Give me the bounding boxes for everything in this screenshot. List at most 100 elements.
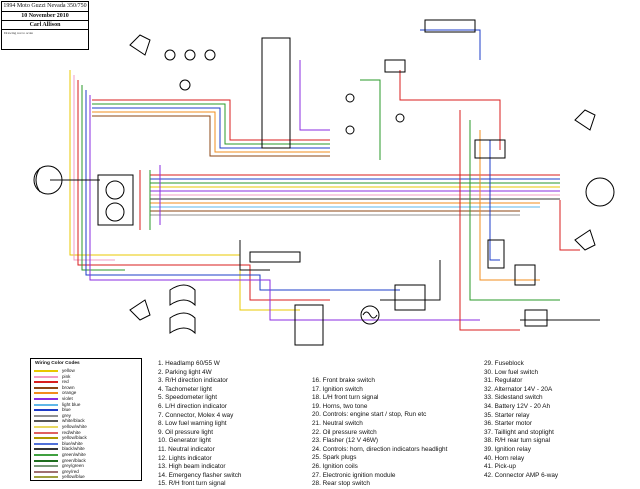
legend-label: yellow/black	[62, 435, 87, 441]
legend-label: pink	[62, 373, 71, 379]
legend-label: blue/white	[62, 440, 83, 446]
legend-entry: white/black	[34, 418, 138, 424]
legend-entry: pink	[34, 374, 138, 380]
part-item: 11. Neutral indicator	[158, 445, 215, 453]
wire-right-4	[489, 140, 500, 261]
starter-relay-symbol	[514, 264, 536, 286]
wire-right-1	[459, 110, 520, 331]
legend-label: red	[62, 379, 69, 385]
part-item: 15. R/H front turn signal	[158, 480, 226, 488]
part-item: 29. Fuseblock	[484, 360, 524, 367]
part-item: 30. Low fuel switch	[484, 368, 538, 376]
headlamp-symbol	[33, 165, 63, 195]
sensor-small-2	[395, 113, 405, 123]
wire-right-3	[479, 130, 540, 281]
part-item: 24. Controls: horn, direction indicators…	[312, 445, 448, 453]
ignition-switch-symbol	[261, 37, 291, 149]
legend-swatch	[34, 392, 58, 395]
part-item: 7. Connector, Molex 4 way	[158, 411, 234, 419]
horn-upper-symbol	[169, 284, 196, 307]
legend-label: grey	[62, 412, 71, 418]
part-item: 4. Tachometer light	[158, 385, 212, 393]
sensor-small-1	[345, 93, 355, 103]
legend-swatch	[34, 375, 58, 378]
legend-label: red/white	[62, 429, 81, 435]
part-item: 31. Regulator	[484, 377, 523, 385]
legend-entry: grey	[34, 413, 138, 419]
alternator-symbol	[360, 305, 380, 325]
legend-entry: yellow/white	[34, 424, 138, 430]
warning-light-1	[164, 49, 176, 61]
part-item: 37. Taillight and stoplight	[484, 428, 554, 436]
wire-lower-2	[120, 264, 330, 301]
legend-swatch	[34, 398, 58, 400]
legend-swatch	[34, 470, 58, 473]
connector-top-left	[384, 59, 406, 73]
legend-entry: black/white	[34, 446, 138, 452]
part-item: 26. Ignition coils	[312, 462, 358, 470]
part-item: 21. Neutral switch	[312, 419, 363, 427]
part-item: 6. L/H direction indicator	[158, 402, 227, 410]
wire-lower-4	[135, 279, 480, 321]
headlamp-lens	[35, 167, 41, 193]
wire-ground-3	[380, 260, 441, 301]
wire-blue-trunk	[85, 90, 130, 276]
part-item: 10. Generator light	[158, 437, 211, 445]
indicator-block	[97, 174, 134, 226]
legend-entry: green/white	[34, 452, 138, 458]
legend-entry: yellow/blue	[34, 474, 138, 480]
wire-yellow-trunk	[69, 70, 110, 256]
legend-label: grey/green	[62, 463, 84, 469]
legend-swatch	[34, 442, 58, 445]
legend-swatch	[34, 420, 58, 423]
part-item: 12. Lights indicator	[158, 454, 212, 462]
part-item: 27. Electronic ignition module	[312, 471, 396, 479]
legend-swatch	[34, 426, 58, 428]
wire-violet-trunk	[89, 95, 135, 281]
part-item: 22. Oil pressure switch	[312, 428, 377, 436]
part-item: 17. Ignition switch	[312, 385, 363, 393]
legend-label: black/white	[62, 446, 85, 452]
relay-symbol	[487, 239, 505, 269]
legend-swatch	[34, 386, 58, 389]
turn-signal-fl-symbol	[129, 34, 151, 56]
connector-top-right	[424, 19, 476, 33]
part-item: 40. Horn relay	[484, 454, 525, 462]
legend-swatch	[34, 381, 58, 384]
part-item: 28. Rear stop switch	[312, 480, 370, 488]
part-item: 41. Pick-up	[484, 463, 516, 471]
legend-entry: blue	[34, 407, 138, 413]
part-item: 13. High beam indicator	[158, 463, 226, 471]
wire-center-1	[299, 60, 330, 131]
legend-swatch	[34, 409, 58, 412]
wire-center-3	[399, 70, 501, 150]
part-item: 23. Flasher (12 V 46W)	[312, 437, 379, 445]
wire-lower-3	[130, 274, 400, 291]
warning-light-3	[204, 49, 216, 61]
part-item: 5. Speedometer light	[158, 394, 217, 402]
legend-swatch	[34, 459, 58, 462]
wire-bundle-upper-5	[92, 115, 330, 157]
wire-ground-2	[239, 240, 270, 271]
molex-connector-symbol	[249, 251, 301, 263]
part-item: 34. Battery 12V - 20 Ah	[484, 402, 551, 410]
wire-center-4	[420, 29, 481, 60]
legend-label: yellow/white	[62, 424, 87, 429]
fuseblock-symbol	[474, 139, 506, 159]
wire-red-trunk	[77, 80, 120, 266]
legend-label: yellow	[62, 368, 75, 373]
legend-label: yellow/blue	[62, 474, 85, 480]
legend-label: green/black	[62, 457, 86, 463]
part-item: 32. Alternator 14V - 20A	[484, 385, 553, 393]
legend-label: blue	[62, 407, 71, 413]
legend-entry: orange	[34, 390, 138, 396]
legend-label: violet	[62, 396, 73, 401]
part-item: 16. Front brake switch	[312, 377, 375, 384]
legend-entry: blue/white	[34, 441, 138, 447]
wire-pink-trunk	[73, 75, 115, 261]
legend-swatch	[34, 414, 58, 417]
part-item: 18. L/H front turn signal	[312, 394, 379, 402]
